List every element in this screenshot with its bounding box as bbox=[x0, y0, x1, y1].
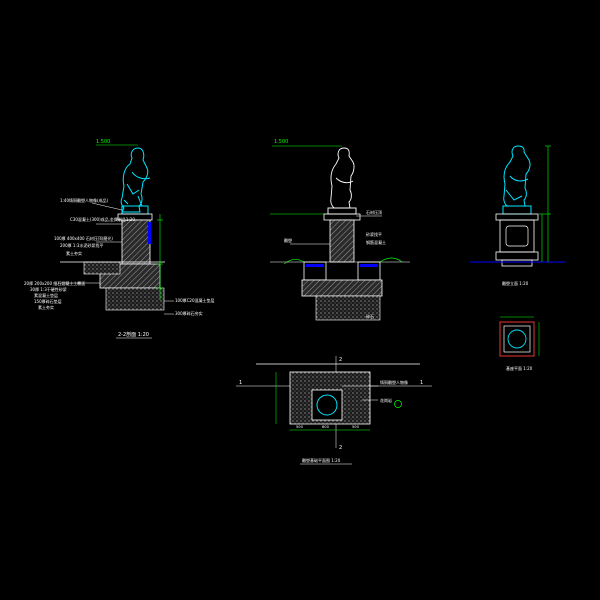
subbase-mid bbox=[315, 295, 381, 321]
elevation-plinth bbox=[501, 259, 533, 267]
plan-title: 雕塑基础平面图 1:20 bbox=[302, 457, 341, 463]
small-plan-inner bbox=[503, 325, 531, 353]
callout-mid-statue: 雕塑 bbox=[284, 237, 292, 243]
callout-plain-concrete: 素混凝土垫层 bbox=[34, 292, 58, 298]
note-concrete-bed: 100厚C20混凝土垫层 bbox=[175, 297, 215, 303]
statue-figure-left bbox=[120, 147, 151, 215]
pedestal-body-mid bbox=[329, 219, 355, 263]
statue-figure-right bbox=[502, 145, 532, 215]
foundation-plan-view: 2 2 1 1 500 600 500 铸铜雕塑人物像 花岗岩 雕塑基础平面图 … bbox=[236, 356, 432, 465]
section-1-1-view: 1.500 雕塑 石材压顶 砂浆找平 钢筋混凝土 碎石 bbox=[270, 139, 410, 321]
plan-north-marker bbox=[394, 400, 402, 408]
section-1-1-callouts: 雕塑 石材压顶 砂浆找平 钢筋混凝土 碎石 bbox=[284, 209, 386, 319]
callout-concrete: C30混凝土(300)成品,金属制品1:20 bbox=[70, 216, 135, 222]
plan-dim-label-mid: 600 bbox=[322, 425, 330, 429]
gravel-layer-left bbox=[83, 261, 121, 275]
small-plan-circle bbox=[507, 329, 527, 349]
height-marker-mid: 1.500 bbox=[274, 139, 288, 145]
callout-mid-mortar: 砂浆找平 bbox=[366, 231, 382, 237]
axis-marker-2-top: 2 bbox=[339, 357, 342, 363]
callout-statue-material: 1:40铸铜雕塑人物像(成品) bbox=[60, 197, 109, 203]
elevation-panel bbox=[505, 225, 529, 247]
plan-callout-statue: 铸铜雕塑人物像 bbox=[380, 379, 408, 385]
small-plan-title: 基座平面 1:20 bbox=[506, 365, 533, 371]
section-2-2-title: 2-2剖面 1:20 bbox=[118, 331, 149, 338]
elevation-cap bbox=[495, 213, 539, 221]
plan-dimension-labels: 500 600 500 bbox=[296, 425, 360, 429]
water-left-mid bbox=[306, 264, 324, 267]
elevation-body bbox=[499, 219, 535, 253]
section-2-2-view: 1.500 1:40铸铜雕塑人物像(成品) C30混凝土(300)成品,金属制品… bbox=[24, 139, 215, 339]
ground-curve-left bbox=[283, 259, 305, 265]
plan-dim-label-left: 500 bbox=[296, 425, 304, 429]
footing-mid bbox=[301, 279, 383, 297]
ground-curve-right bbox=[379, 257, 403, 263]
callout-mid-rc: 钢筋混凝土 bbox=[366, 239, 386, 245]
pedestal-cap-mid bbox=[323, 213, 361, 221]
statue-figure-middle bbox=[327, 147, 357, 215]
elevation-view: 雕塑立面 1:20 bbox=[470, 145, 566, 286]
height-marker-top: 1.500 bbox=[96, 139, 110, 145]
plan-dim-label-right: 500 bbox=[352, 425, 360, 429]
elevation-base bbox=[495, 251, 539, 261]
callout-mortar: 200厚 1:3水泥砂浆找平 bbox=[60, 242, 103, 248]
small-plan-view: 基座平面 1:20 bbox=[499, 316, 540, 371]
note-gravel-compact: 300厚碎石夯实 bbox=[175, 310, 203, 316]
water-line-left bbox=[148, 222, 151, 244]
water-right-mid bbox=[360, 264, 378, 267]
axis-marker-1-left: 1 bbox=[239, 380, 242, 386]
callout-soil-bottom: 素土夯实 bbox=[38, 304, 54, 310]
plan-callout-granite: 花岗岩 bbox=[380, 397, 392, 403]
callout-dry-mortar: 30厚 1:3干硬性砂浆 bbox=[30, 286, 67, 292]
elevation-title: 雕塑立面 1:20 bbox=[502, 280, 529, 286]
small-plan-frame bbox=[499, 321, 535, 357]
callout-soil-top: 素土夯实 bbox=[66, 250, 82, 256]
plan-statue-circle bbox=[316, 394, 338, 416]
callout-mid-gravel: 碎石 bbox=[366, 313, 374, 319]
pedestal-body bbox=[121, 219, 151, 265]
callout-fine-concrete: 20厚 200x200 细石混凝土上覆面 bbox=[24, 280, 85, 286]
section-2-2-callouts: 1:40铸铜雕塑人物像(成品) C30混凝土(300)成品,金属制品1:20 1… bbox=[24, 197, 215, 316]
axis-marker-1-right: 1 bbox=[420, 380, 423, 386]
subbase-left bbox=[105, 287, 165, 311]
plan-callouts: 铸铜雕塑人物像 花岗岩 bbox=[342, 379, 408, 403]
callout-mid-cap: 石材压顶 bbox=[366, 209, 382, 215]
callout-gravel: 150厚碎石垫层 bbox=[34, 298, 62, 304]
callout-stone-cap: 100厚 400x400 石材压顶(磨光) bbox=[54, 235, 113, 241]
axis-marker-2-bottom: 2 bbox=[339, 445, 342, 451]
